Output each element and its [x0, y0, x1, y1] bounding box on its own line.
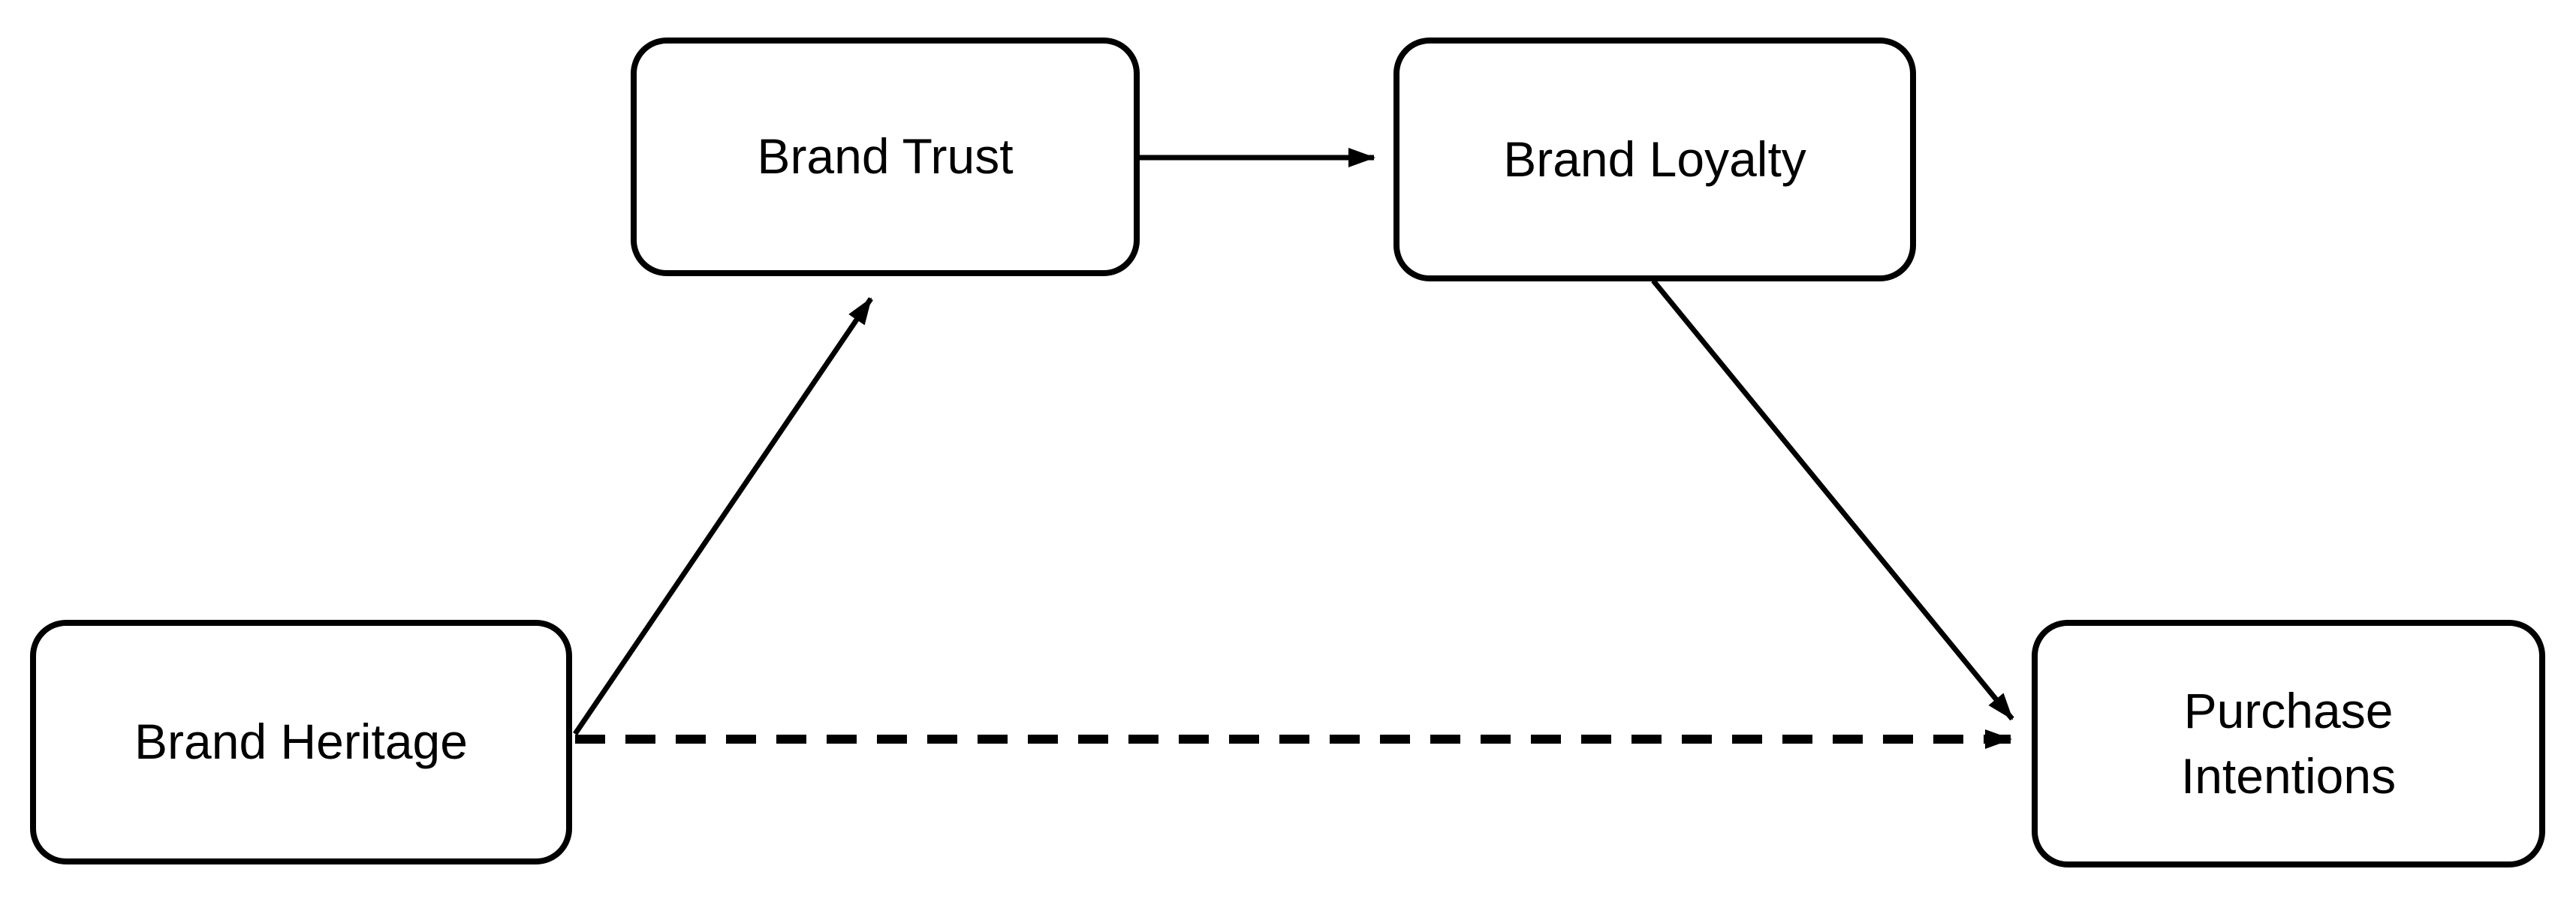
node-label-brand-heritage: Brand Heritage [134, 714, 468, 770]
node-brand-loyalty: Brand Loyalty [1393, 38, 1916, 281]
node-brand-trust: Brand Trust [631, 38, 1140, 276]
node-label-purchase-intentions: Purchase Intentions [2180, 682, 2397, 804]
node-label-brand-trust: Brand Trust [757, 128, 1014, 185]
node-brand-heritage: Brand Heritage [30, 620, 572, 864]
edge-loyalty-to-purchase-arrow [1651, 278, 2014, 721]
edge-heritage-to-trust-arrow [573, 297, 873, 735]
node-label-brand-loyalty: Brand Loyalty [1503, 131, 1806, 187]
node-purchase-intentions: Purchase Intentions [2032, 620, 2545, 867]
